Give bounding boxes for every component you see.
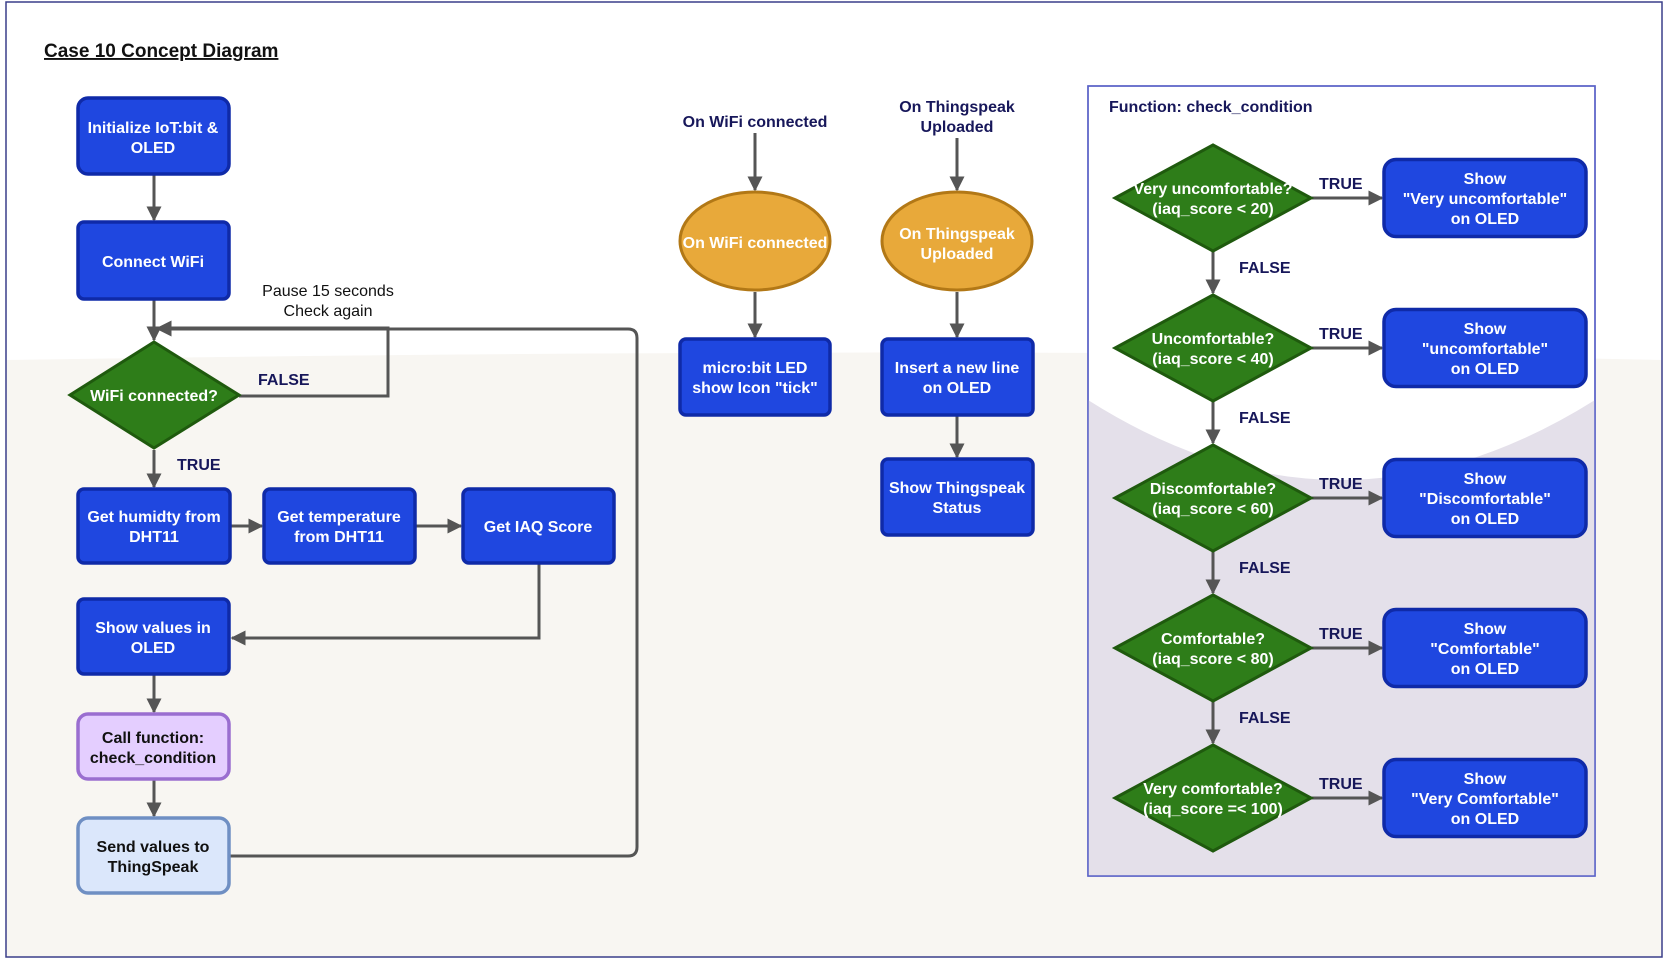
get-temperature-node[interactable] [262,487,417,565]
condition-true-label: TRUE [1319,176,1363,193]
condition-false-label: FALSE [1239,410,1291,427]
init-node[interactable] [76,96,231,176]
condition-question-label: Uncomfortable?(iaq_score < 40) [1152,331,1275,368]
condition-question-label: Comfortable?(iaq_score < 80) [1152,631,1273,668]
diagram-frame-border [5,1,1663,958]
condition-action-label: Show"Discomfortable"on OLED [1419,471,1551,528]
condition-question-label: Discomfortable?(iaq_score < 60) [1150,481,1276,518]
wifi-event-header: On WiFi connected [683,114,828,131]
wifi-check-label: WiFi connected? [90,388,218,405]
condition-action-node[interactable] [1382,157,1588,239]
condition-true-label: TRUE [1319,776,1363,793]
send-values-node[interactable] [76,816,231,895]
condition-action-node[interactable] [1382,307,1588,389]
edge-iaq-to-show [230,564,541,646]
condition-decision[interactable] [1111,143,1315,253]
thingspeak-action2-node[interactable] [880,457,1035,537]
get-iaq-node[interactable] [461,487,616,565]
condition-question-label: Very uncomfortable?(iaq_score < 20) [1133,181,1292,218]
condition-true-label: TRUE [1319,476,1363,493]
main-flow-connectors [146,175,639,858]
condition-question-label: Very comfortable?(iaq_score =< 100) [1143,781,1283,818]
function-rows: TRUE FALSE Very uncomfortable?(iaq_score <… [1111,143,1588,853]
function-panel-border [1087,85,1596,877]
edge-label-true: TRUE [177,457,221,474]
condition-false-label: FALSE [1239,710,1291,727]
condition-false-label: FALSE [1239,260,1291,277]
call-function-label: Call function:check_condition [90,730,216,767]
wifi-event-node[interactable] [678,190,832,292]
thingspeak-action1-node[interactable] [880,337,1035,417]
condition-action-label: Show"Very Comfortable"on OLED [1411,771,1559,828]
get-iaq-label: Get IAQ Score [484,519,593,536]
show-values-node[interactable] [76,597,231,676]
condition-decision[interactable] [1111,443,1315,553]
condition-false-label: FALSE [1239,560,1291,577]
event-connectors [747,133,965,459]
get-humidity-node[interactable] [76,487,232,565]
wifi-check-decision[interactable] [67,340,242,450]
edge-label-false: FALSE [258,372,310,389]
condition-decision[interactable] [1111,743,1315,853]
connect-wifi-node[interactable] [76,220,231,301]
condition-action-label: Show"uncomfortable"on OLED [1422,321,1548,378]
condition-true-label: TRUE [1319,326,1363,343]
diagram-title: Case 10 Concept Diagram [44,41,278,62]
function-header: Function: check_condition [1109,99,1313,116]
condition-action-node[interactable] [1382,757,1588,839]
edge-send-loop-back [156,321,639,858]
wifi-event-label: On WiFi connected [683,235,828,252]
condition-action-label: Show"Very uncomfortable"on OLED [1403,171,1568,228]
condition-decision[interactable] [1111,593,1315,703]
wifi-action-node[interactable] [678,337,832,417]
connect-wifi-node-label: Connect WiFi [102,254,204,271]
condition-action-node[interactable] [1382,457,1588,539]
condition-action-label: Show"Comfortable"on OLED [1430,621,1539,678]
call-function-node[interactable] [76,712,231,781]
function-connectors [1205,190,1384,806]
condition-decision[interactable] [1111,293,1315,403]
condition-action-node[interactable] [1382,607,1588,689]
condition-true-label: TRUE [1319,626,1363,643]
thingspeak-event-node[interactable] [880,190,1034,292]
init-node-label: Initialize IoT:bit &OLED [88,120,219,157]
